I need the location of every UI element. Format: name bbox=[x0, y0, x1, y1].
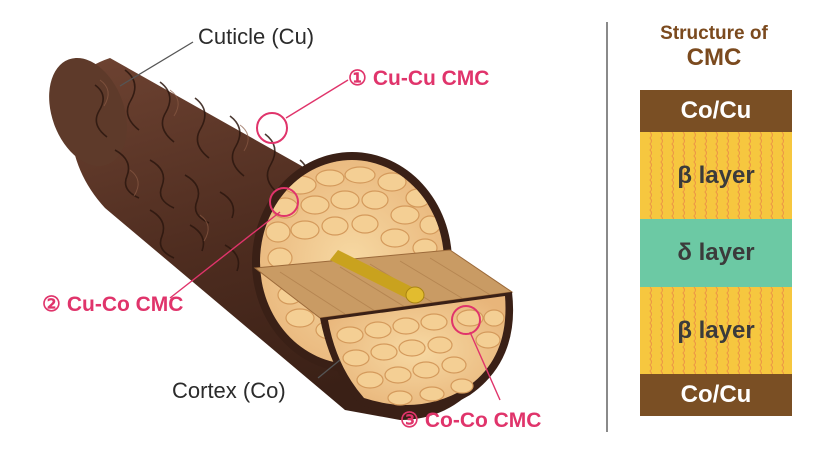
layer-label: β layer bbox=[677, 316, 755, 344]
cmc-number-3: ③ bbox=[400, 409, 419, 432]
structure-title-line2: CMC bbox=[686, 43, 742, 71]
layer-label: Co/Cu bbox=[680, 97, 752, 124]
cmc-label-1: ① Cu-Cu CMC bbox=[348, 66, 489, 91]
cmc-number-1: ① bbox=[348, 67, 367, 90]
leader-lines bbox=[119, 41, 341, 379]
cmc-label-2: ② Cu-Co CMC bbox=[42, 292, 183, 317]
medulla-end bbox=[405, 286, 425, 304]
panel-divider bbox=[606, 22, 608, 432]
cortex-label: Cortex (Co) bbox=[172, 378, 286, 403]
cmc-text-2: Cu-Co CMC bbox=[66, 292, 184, 316]
layer-label: Co/Cu bbox=[680, 381, 752, 408]
hair-fiber-diagram bbox=[49, 41, 514, 420]
layer-beta-upper: β layer bbox=[640, 132, 792, 219]
beta-wave-pattern bbox=[649, 287, 784, 374]
layer-beta-lower: β layer bbox=[640, 287, 792, 374]
cuticle-highlights bbox=[99, 79, 249, 242]
layer-label: β layer bbox=[677, 161, 755, 189]
cmc-text-3: Co-Co CMC bbox=[424, 408, 542, 432]
structure-title-line1: Structure of bbox=[660, 23, 768, 44]
cmc-label-3: ③ Co-Co CMC bbox=[400, 408, 541, 433]
layer-co-cu-bottom: Co/Cu bbox=[640, 374, 792, 416]
cmc-1-marker bbox=[256, 112, 288, 144]
cmc-2-marker bbox=[269, 187, 299, 217]
cut-plane-texture bbox=[279, 257, 493, 315]
hair-end-cap bbox=[49, 57, 127, 167]
cuticle-label: Cuticle (Cu) bbox=[198, 24, 315, 49]
cmc-layer-stack: Co/Cu β layer δ layer β layer Co/Cu bbox=[640, 90, 792, 416]
cmc-3-marker bbox=[451, 305, 481, 335]
cmc-leader-lines bbox=[169, 79, 501, 401]
medulla-rod bbox=[330, 250, 418, 300]
structure-title: Structure of CMC bbox=[628, 23, 800, 71]
layer-delta: δ layer bbox=[640, 219, 792, 287]
beta-wave-pattern bbox=[649, 132, 784, 219]
cmc-text-1: Cu-Cu CMC bbox=[372, 66, 490, 90]
cmc-number-2: ② bbox=[42, 293, 61, 316]
layer-co-cu-top: Co/Cu bbox=[640, 90, 792, 132]
layer-label: δ layer bbox=[677, 239, 755, 266]
